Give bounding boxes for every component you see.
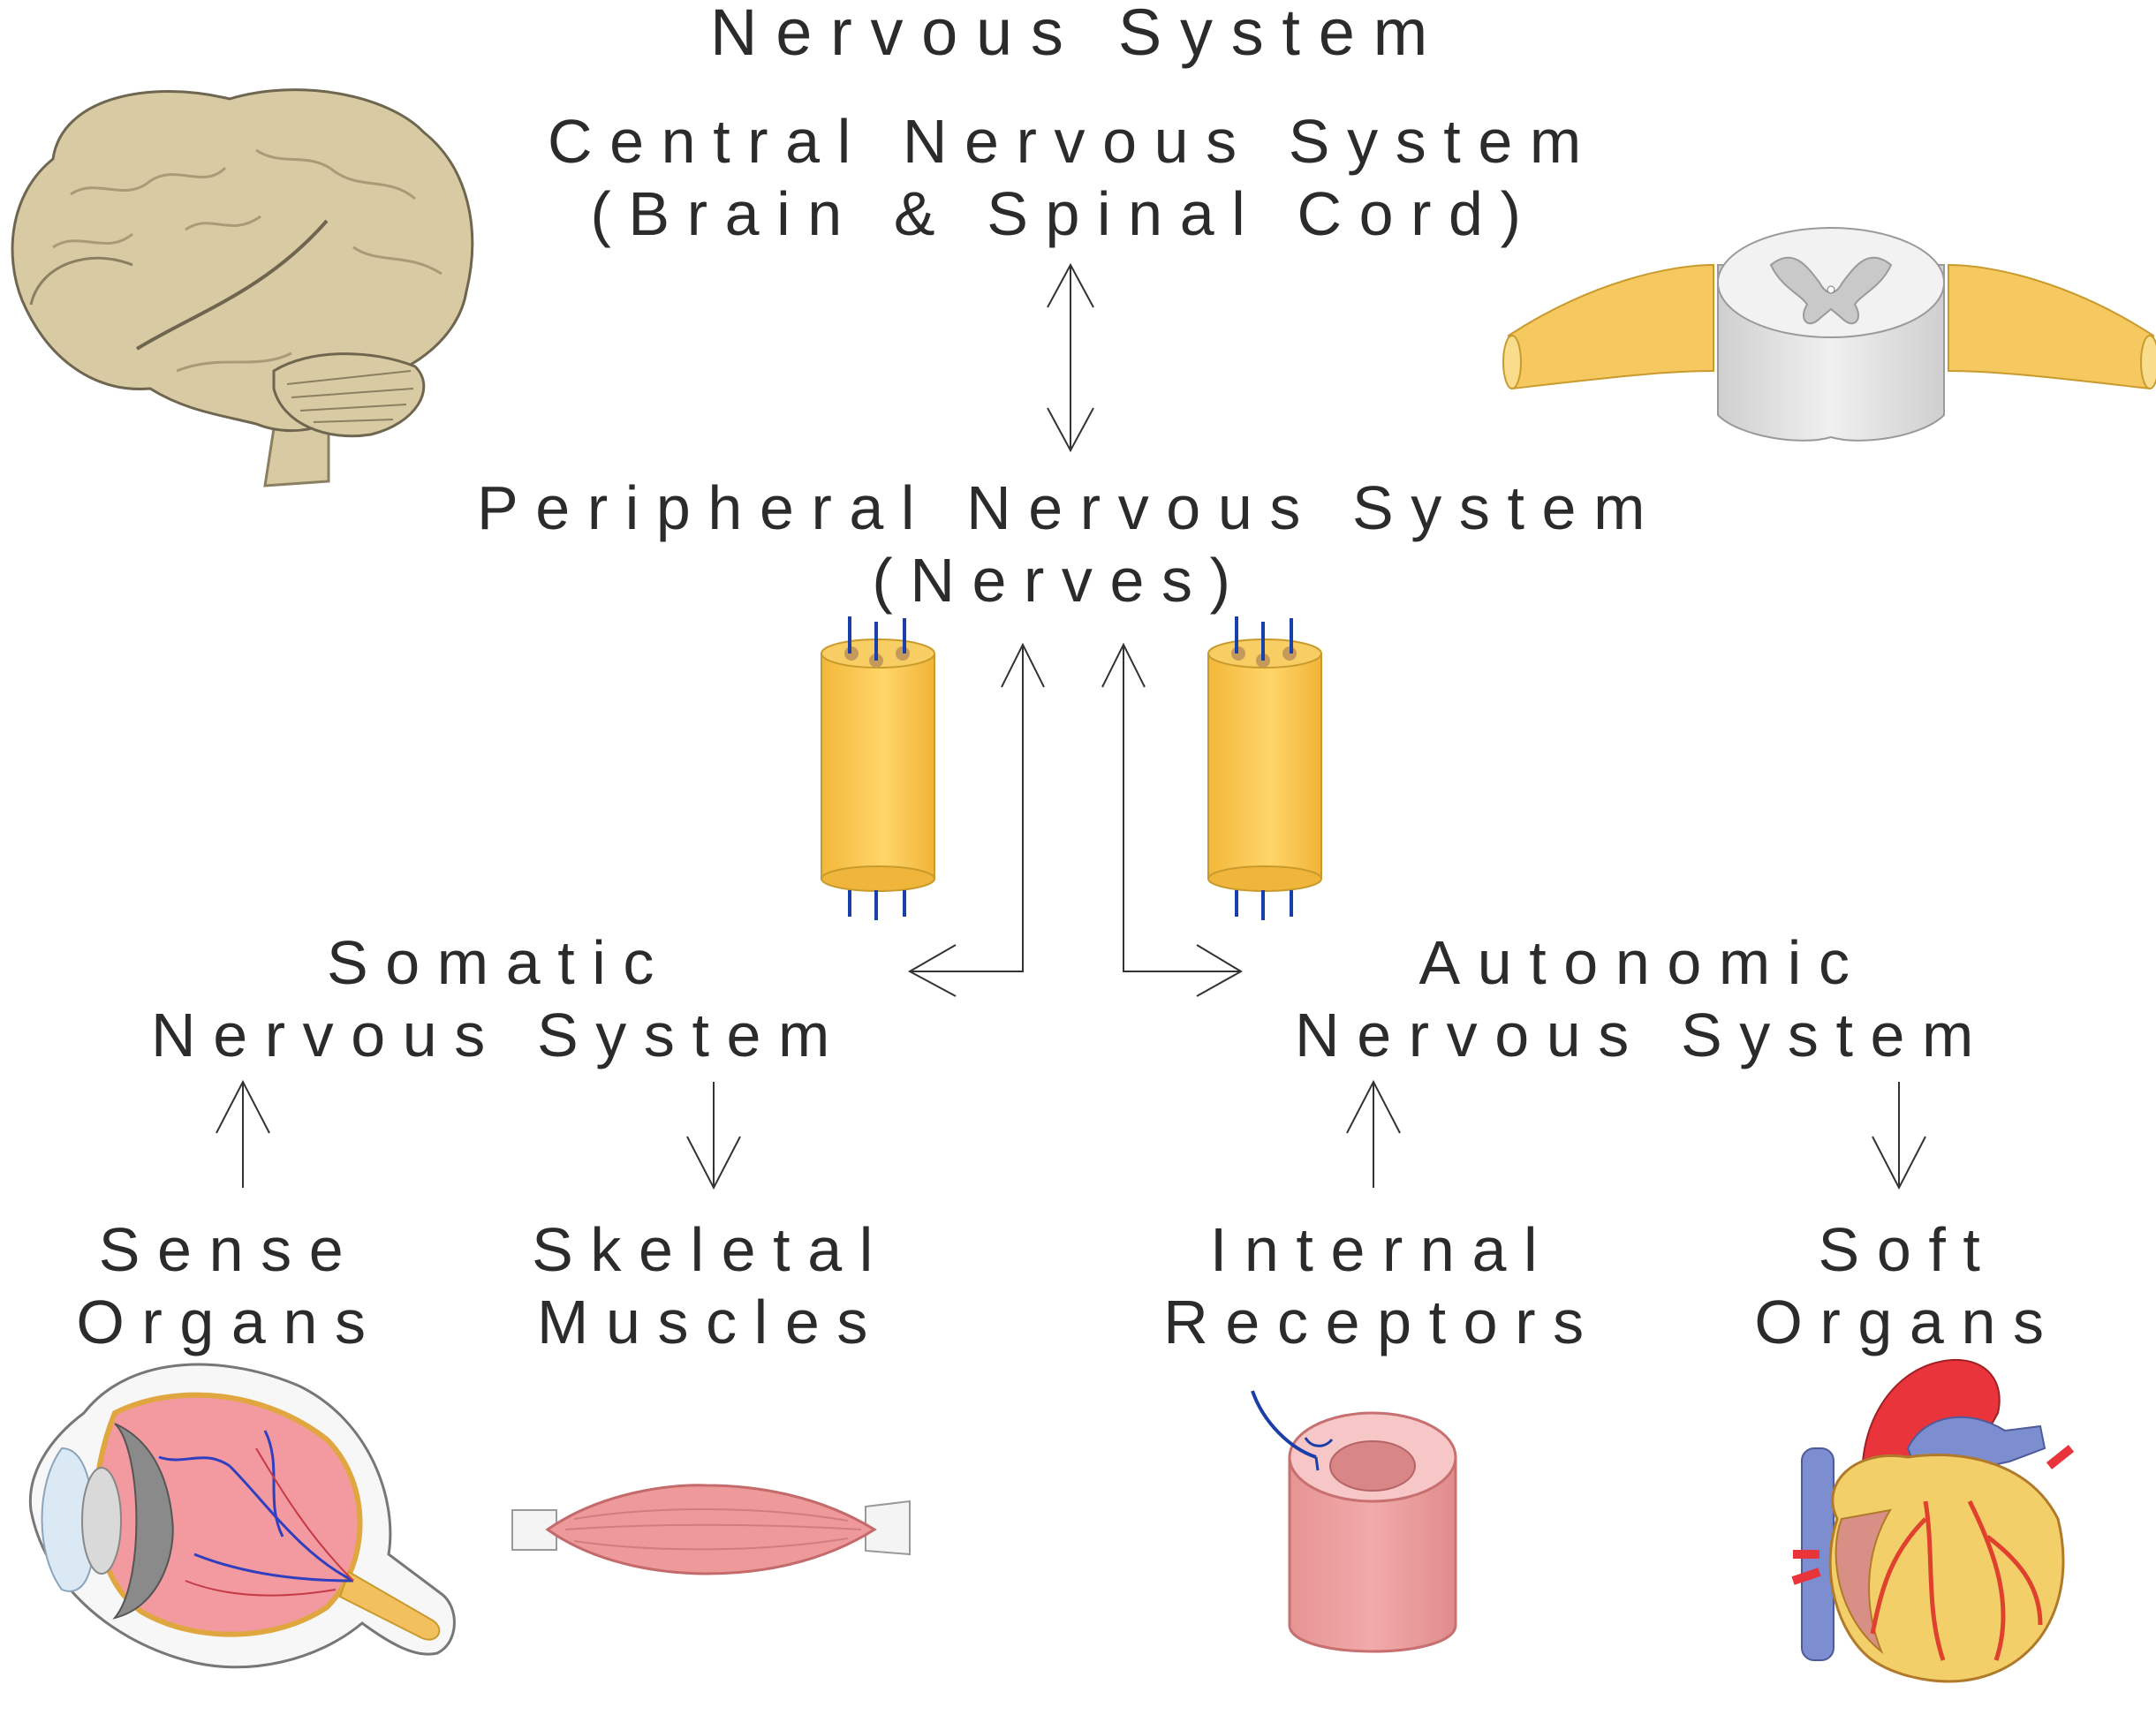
internal-receptors-line2: Receptors <box>1163 1288 1601 1356</box>
autonomic-label-line1: Autonomic <box>1418 928 1867 997</box>
pns-label-line2: (Nerves) <box>872 546 1248 615</box>
cns-label-line1: Central Nervous System <box>548 107 1599 176</box>
receptor-vessel-icon <box>1251 1390 1457 1653</box>
somatic-label: Somatic Nervous System <box>141 932 857 1066</box>
arrow-pns-to-somatic <box>907 642 1045 997</box>
internal-receptors-line1: Internal <box>1209 1215 1555 1284</box>
pns-label: Peripheral Nervous System (Nerves) <box>477 473 1662 615</box>
soft-organs-line1: Soft <box>1818 1215 1998 1284</box>
arrow-somatic-to-skeletal <box>686 1082 741 1190</box>
arrow-autonomic-to-soft <box>1872 1082 1926 1190</box>
arrow-sense-to-somatic <box>216 1079 270 1188</box>
sense-organs-line1: Sense <box>98 1215 361 1284</box>
skeletal-muscles-line2: Muscles <box>537 1288 885 1356</box>
somatic-label-line1: Somatic <box>326 928 672 997</box>
pns-label-line1: Peripheral Nervous System <box>477 473 1662 542</box>
sense-organs-line2: Organs <box>76 1288 383 1356</box>
spinal-cord-icon <box>1502 227 2156 442</box>
nerve-bundle-icon-right <box>1207 616 1322 920</box>
cns-label: Central Nervous System (Brain & Spinal C… <box>548 110 1581 245</box>
sense-organs-label: Sense Organs <box>44 1219 415 1353</box>
internal-receptors-label: Internal Receptors <box>1148 1219 1616 1353</box>
cns-label-line2: (Brain & Spinal Cord) <box>590 179 1539 248</box>
skeletal-muscles-line1: Skeletal <box>532 1215 890 1284</box>
arrow-pns-to-autonomic <box>1101 642 1243 997</box>
arrows <box>216 262 1926 1190</box>
soft-organs-line2: Organs <box>1754 1288 2061 1356</box>
soft-organs-label: Soft Organs <box>1731 1219 2084 1353</box>
brain-icon <box>11 88 474 487</box>
autonomic-label-line2: Nervous System <box>1295 1001 1991 1069</box>
nerve-bundle-icon-left <box>821 616 935 920</box>
heart-icon <box>1791 1358 2075 1683</box>
arrow-cns-pns-bidirectional <box>1047 262 1094 453</box>
skeletal-muscles-label: Skeletal Muscles <box>512 1219 910 1353</box>
arrow-internal-to-autonomic <box>1346 1079 1401 1188</box>
autonomic-label: Autonomic Nervous System <box>1281 932 2005 1066</box>
eye-icon <box>28 1363 456 1669</box>
somatic-label-line2: Nervous System <box>151 1001 847 1069</box>
diagram-title: Nervous System <box>710 0 1446 69</box>
muscle-icon <box>511 1484 911 1575</box>
